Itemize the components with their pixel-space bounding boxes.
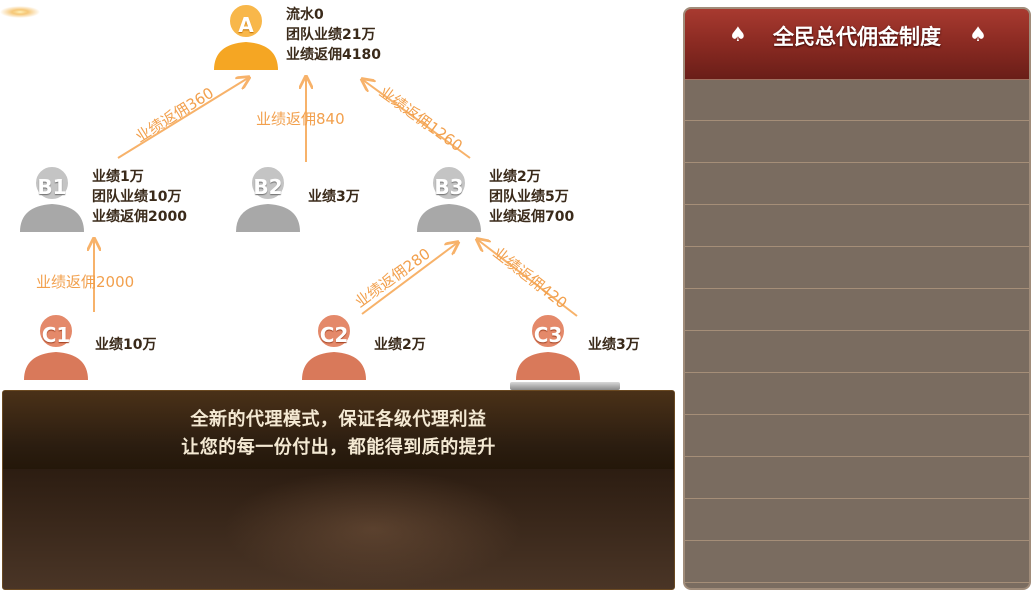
avatar-letter: B3: [434, 175, 464, 199]
node-c1-info: 业绩10万: [95, 335, 156, 355]
sparkle-icon: [0, 6, 40, 18]
node-a-info: 流水0 团队业绩21万 业绩返佣4180: [286, 5, 381, 65]
node-b3-line-3: 业绩返佣700: [489, 209, 575, 225]
person-icon: [24, 313, 88, 380]
decorative-bar: [510, 382, 620, 390]
avatar-letter: C1: [41, 323, 71, 347]
avatar-c1: C1: [20, 310, 92, 382]
person-icon: [20, 165, 84, 232]
node-b1-info: 业绩1万 团队业绩10万 业绩返佣2000: [92, 167, 187, 227]
banner-top-band: [3, 391, 674, 469]
arrow-c3-to-b3: [478, 240, 578, 317]
node-c3-info: 业绩3万: [588, 335, 640, 355]
person-icon: [236, 165, 300, 232]
node-c2-info: 业绩2万: [374, 335, 426, 355]
node-c2-line-1: 业绩2万: [374, 337, 426, 353]
avatar-letter: C3: [533, 323, 563, 347]
avatar-letter: A: [238, 13, 254, 37]
person-icon: [214, 3, 278, 70]
node-a-line-1: 流水0: [286, 7, 324, 23]
node-a-line-2: 团队业绩21万: [286, 27, 376, 43]
node-b1-line-3: 业绩返佣2000: [92, 209, 187, 225]
person-icon: [302, 313, 366, 380]
panel-title: 全民总代佣金制度: [773, 25, 941, 49]
slogan-banner: 全新的代理模式，保证各级代理利益 让您的每一份付出，都能得到质的提升: [2, 390, 675, 590]
node-c3-line-1: 业绩3万: [588, 337, 640, 353]
node-b1-line-2: 团队业绩10万: [92, 189, 182, 205]
arrow-c2-to-b3: [361, 243, 457, 315]
banner-glow: [223, 469, 523, 589]
edge-label-c1-b1: 业绩返佣2000: [36, 273, 135, 291]
node-b3-line-1: 业绩2万: [489, 169, 541, 185]
avatar-letter: B2: [253, 175, 283, 199]
avatar-c2: C2: [298, 310, 370, 382]
person-icon: [417, 165, 481, 232]
panel-content-area[interactable]: [685, 79, 1029, 588]
node-b2-info: 业绩3万: [308, 187, 360, 207]
commission-panel: ♠ 全民总代佣金制度 ♠: [683, 7, 1031, 590]
node-b3-line-2: 团队业绩5万: [489, 189, 569, 205]
person-icon: [516, 313, 580, 380]
node-c1-line-1: 业绩10万: [95, 337, 157, 353]
panel-header: ♠ 全民总代佣金制度 ♠: [685, 9, 1029, 80]
diagram-arrows: [0, 0, 578, 317]
avatar-b3: B3: [413, 162, 485, 234]
arrow-b1-to-a: [117, 78, 248, 159]
avatar-letter: C2: [319, 323, 349, 347]
slogan-line-1: 全新的代理模式，保证各级代理利益: [190, 409, 487, 430]
avatar-b2: B2: [232, 162, 304, 234]
avatar-letter: B1: [37, 175, 67, 199]
slogan-line-2: 让您的每一份付出，都能得到质的提升: [181, 437, 496, 458]
avatar-a: A: [210, 0, 282, 72]
edge-label-b2-a: 业绩返佣840: [256, 110, 345, 128]
spade-icon: ♠: [729, 22, 747, 46]
avatar-c3: C3: [512, 310, 584, 382]
node-b2-line-1: 业绩3万: [308, 189, 360, 205]
node-b1-line-1: 业绩1万: [92, 169, 144, 185]
spade-icon: ♠: [969, 22, 987, 46]
node-b3-info: 业绩2万 团队业绩5万 业绩返佣700: [489, 167, 574, 227]
node-a-line-3: 业绩返佣4180: [286, 47, 381, 63]
arrow-b3-to-a: [363, 80, 471, 159]
avatar-b1: B1: [16, 162, 88, 234]
